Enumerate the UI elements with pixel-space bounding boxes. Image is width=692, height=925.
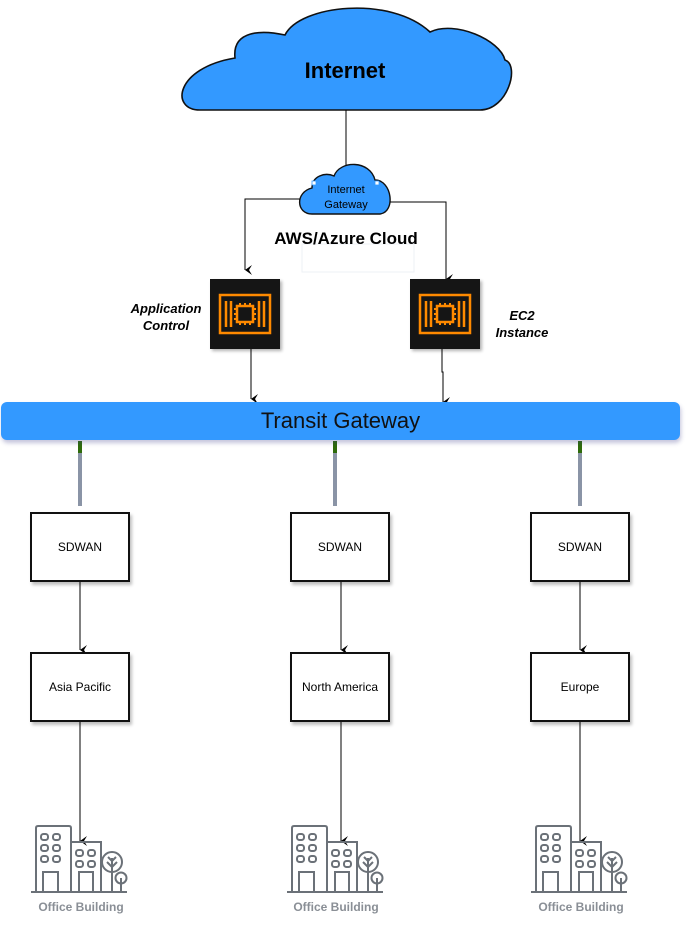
sdwan-north-america[interactable]: SDWAN: [290, 512, 390, 582]
region-label: North America: [301, 680, 379, 694]
internet-label: Internet: [304, 58, 386, 83]
office-building-label: Office Building: [293, 900, 379, 914]
app-control-line1: Application: [130, 301, 202, 316]
sdwan-label: SDWAN: [557, 540, 603, 554]
region-label: Europe: [560, 680, 600, 694]
office-building-label: Office Building: [538, 900, 624, 914]
sdwan-europe[interactable]: SDWAN: [530, 512, 630, 582]
office-building-icon: [530, 825, 628, 893]
sdwan-label: SDWAN: [57, 540, 103, 554]
ec2-label: EC2 Instance: [482, 307, 562, 341]
region-label: Asia Pacific: [48, 680, 112, 694]
internet-gateway-label: Internet Gateway: [306, 183, 386, 213]
sdwan-asia-pacific[interactable]: SDWAN: [30, 512, 130, 582]
ec2-label-line2: Instance: [495, 325, 549, 340]
transit-gateway-label: Transit Gateway: [260, 408, 421, 433]
region-europe[interactable]: Europe: [530, 652, 630, 722]
region-north-america[interactable]: North America: [290, 652, 390, 722]
ec2-instance[interactable]: [410, 279, 480, 349]
office-building-icon: [286, 825, 384, 893]
connector-igw-app-control: [244, 198, 300, 275]
app-control-label: Application Control: [122, 300, 210, 334]
office-building-icon: [30, 825, 128, 893]
connector-ec2-tgw: [441, 349, 450, 407]
tgw-branch-connectors: [78, 441, 582, 506]
ec2-label-line1: EC2: [509, 308, 535, 323]
igw-label-line1: Internet: [327, 184, 365, 196]
region-asia-pacific[interactable]: Asia Pacific: [30, 652, 130, 722]
internet-cloud-shape: [181, 7, 513, 111]
app-control-line2: Control: [142, 318, 190, 333]
sdwan-label: SDWAN: [317, 540, 363, 554]
transit-gateway[interactable]: Transit Gateway: [1, 402, 680, 440]
office-building-label: Office Building: [38, 900, 124, 914]
internet-gateway-cloud-shape: [298, 163, 391, 215]
cloud-title: AWS/Azure Cloud: [274, 229, 418, 248]
app-control-instance[interactable]: [210, 279, 280, 349]
igw-label-line2: Gateway: [324, 199, 368, 211]
connector-igw-ec2: [390, 201, 453, 284]
